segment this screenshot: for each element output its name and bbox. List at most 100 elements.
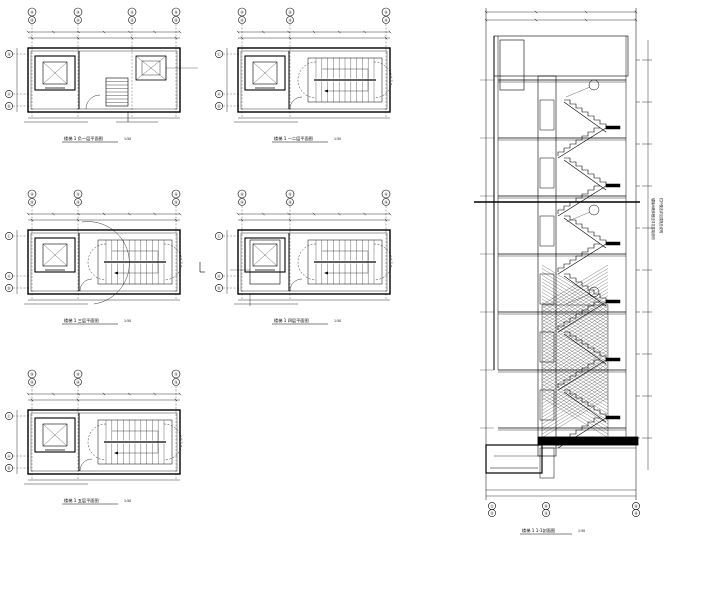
elevator-door-opening (539, 99, 555, 131)
hatch-line (541, 326, 609, 367)
section-scale: 1:50 (578, 529, 585, 533)
elevator-shaft (34, 417, 76, 453)
landing-arc (297, 243, 317, 281)
elevator-door-opening (539, 215, 555, 247)
bottom-axis-bubble: ⑯ (634, 510, 638, 515)
hatch-line (541, 322, 609, 363)
stair-soffit (557, 243, 607, 275)
top-axis-bubble: ⑮ (174, 379, 178, 384)
inner-wall (30, 412, 178, 472)
elevator-shaft (34, 55, 76, 91)
axis-bubble (215, 90, 223, 98)
outer-wall (237, 229, 391, 295)
axis-bubble (215, 232, 223, 240)
inner-wall (30, 50, 178, 110)
dimension-tick (337, 212, 341, 216)
axis-bubble (28, 378, 36, 386)
door-swing (85, 94, 101, 110)
hatch-line (541, 353, 609, 394)
detail-callout (588, 286, 600, 298)
landing-arc (87, 423, 107, 461)
axis-bubble (172, 16, 180, 24)
plan-scale: 1:50 (124, 319, 131, 323)
hatch-line (541, 305, 609, 346)
axis-bubble (286, 16, 294, 24)
dimension-tick (236, 212, 240, 216)
side-axis-bubble: Ⓐ (7, 273, 11, 278)
axis-bubble (172, 198, 180, 206)
elevator-shaft (244, 237, 286, 273)
top-axis-bubble: ⑭ (30, 371, 34, 376)
top-axis-bubble: ⑮ (76, 191, 80, 196)
elevator-car (42, 243, 68, 267)
axis-bubble (127, 7, 137, 17)
dimension-tick (174, 398, 178, 402)
outer-wall (237, 47, 391, 113)
stair-soffit (557, 185, 607, 217)
dimension-tick (288, 36, 292, 40)
hatch-line (541, 346, 609, 387)
stair-steps (557, 301, 600, 330)
stair-flight-pair (557, 389, 621, 449)
dimension-tick (26, 392, 30, 396)
stair-soffit (563, 101, 607, 133)
landing-arc (373, 61, 393, 99)
top-axis-bubble: ⑭ (240, 191, 244, 196)
dimension-tick (174, 36, 178, 40)
axis-bubble (74, 198, 82, 206)
plan-scale: 1:50 (124, 499, 131, 503)
plan-scale: 1:50 (334, 137, 341, 141)
top-axis-bubble: ⑯ (174, 191, 178, 196)
door-swing (79, 458, 93, 472)
elevator-car (42, 423, 68, 447)
dimension-tick (77, 392, 81, 396)
detail-callout (588, 79, 600, 91)
roof-room (499, 39, 525, 91)
hatch-line (541, 356, 609, 397)
hatch-line (541, 394, 609, 435)
dimension-tick (178, 212, 182, 216)
plan-title: 楼梯 1 一二层平面图 (274, 135, 313, 142)
axis-bubble (28, 198, 36, 206)
hatch-line (541, 339, 609, 380)
hatch-line (541, 349, 609, 391)
walk-arrow (114, 451, 118, 455)
axis-bubble (5, 102, 13, 110)
dimension-tick (363, 212, 367, 216)
dimension-tick (178, 392, 182, 396)
hatch-line (541, 309, 609, 350)
axis-bubble (488, 509, 496, 517)
dimension-tick (102, 30, 106, 34)
hatch-line (541, 302, 609, 343)
dimension-tick (102, 212, 106, 216)
dimension-tick (337, 30, 341, 34)
stair-steps (564, 99, 607, 128)
top-axis-bubble: ⑯ (174, 199, 178, 204)
hatch-line (541, 264, 609, 306)
top-axis-bubble: ⑯ (384, 17, 388, 22)
top-axis-bubble: ⑭ (76, 9, 80, 14)
outer-wall (27, 409, 181, 475)
hatch-line (541, 285, 609, 326)
top-axis-bubble: ⑭ (30, 9, 34, 14)
dimension-tick (102, 392, 106, 396)
bottom-axis-bubble: ⑭ (544, 503, 548, 508)
hatch-line (541, 363, 609, 404)
side-axis-bubble: Ⓐ (217, 273, 221, 278)
landing-arc (163, 243, 183, 281)
elevator-car (252, 61, 278, 85)
stair-steps (564, 273, 607, 302)
axis-bubble (285, 189, 295, 199)
axis-bubble (28, 16, 36, 24)
dimension-tick (261, 30, 265, 34)
stair-landing (605, 299, 621, 304)
top-axis-bubble: ⑮ (174, 371, 178, 376)
axis-bubble (27, 7, 37, 17)
elevator-car-diagonal (252, 61, 278, 85)
axis-bubble (74, 16, 82, 24)
side-axis-bubble: Ⓒ (217, 51, 221, 56)
axis-bubble (238, 198, 246, 206)
stair-steps (564, 157, 607, 186)
axis-bubble (171, 7, 181, 17)
door-swing (79, 278, 93, 292)
